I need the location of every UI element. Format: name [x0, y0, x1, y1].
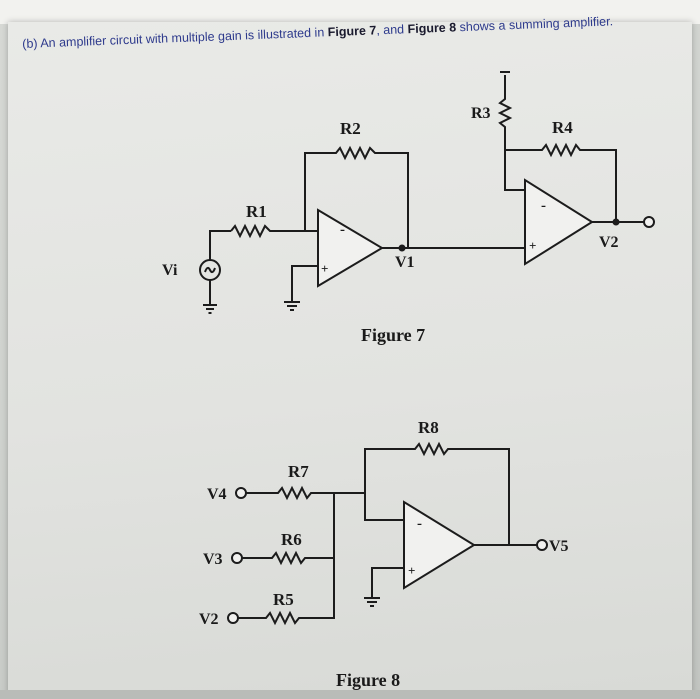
opamp-1: [317, 208, 384, 288]
figure-7: R2 R1 Vi V1 R3 R4 V2 - + - + Figure 7: [162, 71, 655, 345]
wire-vi-to-r1: [209, 230, 231, 260]
label-r5: R5: [273, 590, 294, 609]
ground-icon-opamp3: [364, 597, 380, 607]
header-strip: [0, 0, 700, 24]
resistor-r6: [242, 493, 335, 566]
opamp1-plus: +: [321, 261, 328, 276]
terminal-v3: [231, 552, 243, 564]
opamp2-minus: -: [541, 198, 546, 214]
label-v4: V4: [207, 486, 227, 503]
ground-icon-vi: [203, 304, 217, 314]
figure-8: R7 R6 R5 R8 V4 V3 V2 V5 - + Figure 8: [199, 418, 569, 690]
node-v1: [398, 244, 406, 252]
opamp-2: [524, 178, 594, 266]
resistor-r5: [238, 558, 335, 626]
terminal-v4: [235, 487, 247, 499]
figure-8-caption: Figure 8: [336, 670, 400, 690]
resistor-r4-feedback: [505, 142, 617, 222]
label-r1: R1: [246, 202, 267, 221]
bottom-strip: [0, 690, 700, 699]
opamp3-plus: +: [408, 563, 415, 578]
terminal-v2: [643, 216, 655, 228]
ground-icon-opamp1: [284, 301, 300, 311]
vi-source-wave: [204, 266, 216, 274]
label-r4: R4: [552, 118, 573, 137]
label-v1: V1: [395, 254, 415, 271]
opamp-3: [403, 500, 476, 590]
label-r8: R8: [418, 418, 439, 437]
resistor-r7: [246, 485, 365, 501]
label-vi: Vi: [162, 262, 178, 279]
question-sheet: [8, 22, 692, 696]
resistor-r3: [497, 75, 525, 191]
label-r7: R7: [288, 462, 309, 481]
label-v2-out: V2: [599, 234, 619, 251]
wire-summing-node: [364, 493, 404, 521]
opamp3-minus: -: [417, 516, 422, 532]
resistor-r8-feedback: [364, 441, 510, 545]
label-v3: V3: [203, 551, 223, 568]
label-r3: R3: [471, 105, 491, 122]
label-r2: R2: [340, 119, 361, 138]
label-r6: R6: [281, 530, 302, 549]
resistor-r1: [230, 223, 318, 239]
terminal-v5: [536, 539, 548, 551]
wire-opamp3-ground: [371, 567, 404, 598]
label-v5: V5: [549, 538, 569, 555]
opamp2-plus: +: [529, 238, 536, 253]
wire-opamp1-ground: [291, 265, 318, 302]
node-v2: [612, 218, 620, 226]
opamp1-minus: -: [340, 222, 345, 238]
terminal-v2-fig8: [227, 612, 239, 624]
label-v2: V2: [199, 611, 219, 628]
figure-7-caption: Figure 7: [361, 325, 425, 345]
resistor-r2-feedback: [304, 145, 409, 248]
